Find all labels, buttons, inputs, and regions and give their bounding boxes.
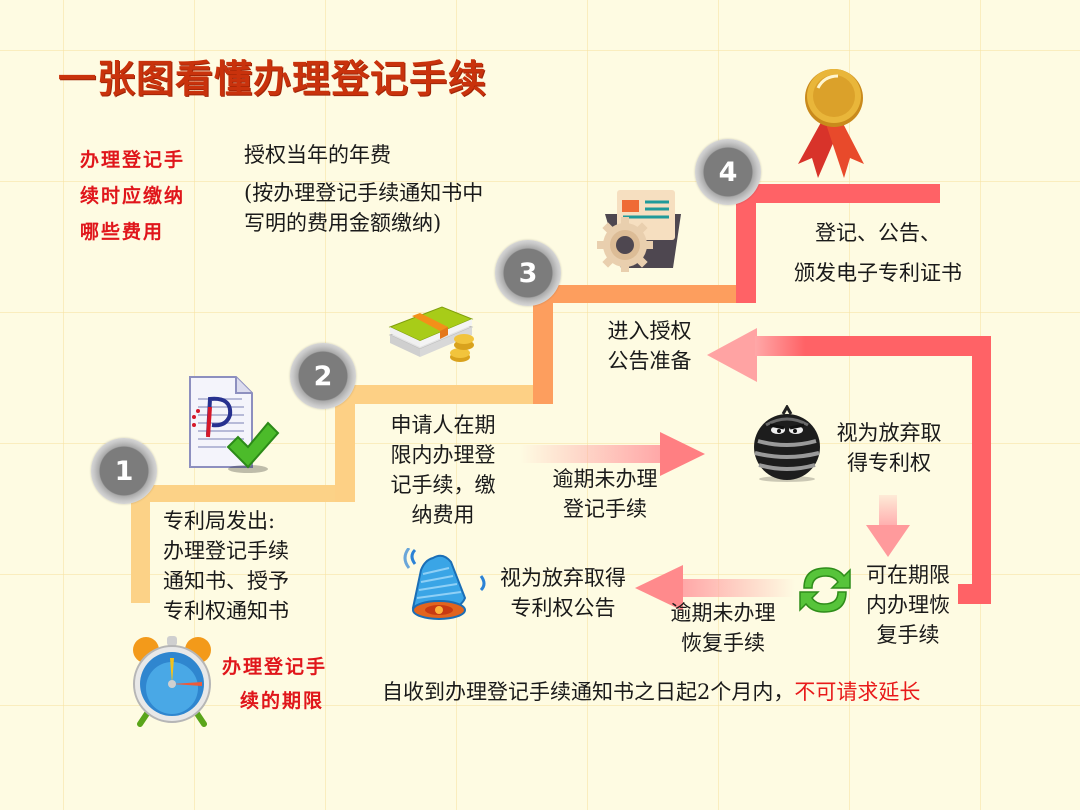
return-path-horizontal: [800, 336, 990, 356]
can-restore-line: 复手续: [876, 623, 940, 647]
alarm-clock-icon: [130, 632, 214, 728]
overdue-registration-line: 逾期未办理: [552, 467, 658, 491]
path-step3-vertical: [533, 285, 553, 404]
overdue-registration-line: 登记手续: [563, 497, 647, 521]
step1-text: 专利局发出: 办理登记手续 通知书、授予 专利权通知书: [163, 506, 289, 626]
medal-ribbon-icon: [790, 66, 880, 184]
fees-label-line: 办理登记手: [80, 149, 186, 171]
deemed-abandon-line: 视为放弃取: [836, 421, 942, 445]
bomb-icon: [750, 403, 824, 483]
folder-gear-icon: [595, 190, 691, 273]
fees-value-line: (按办理登记手续通知书中: [244, 181, 484, 205]
return-path-vertical: [972, 336, 991, 604]
step2-text-line: 记手续，缴: [390, 473, 496, 497]
abandon-announcement-text: 视为放弃取得 专利权公告: [488, 563, 638, 623]
step-number-2: 2: [290, 343, 356, 409]
can-restore-line: 可在期限: [866, 563, 950, 587]
fees-label-line: 哪些费用: [80, 221, 165, 243]
path-step4-horizontal: [736, 184, 940, 203]
arrow-left-icon: [707, 328, 757, 382]
step4-text: 登记、公告、 颁发电子专利证书: [768, 213, 988, 293]
step3-text-line: 公告准备: [607, 349, 692, 373]
arrow-down-icon: [866, 495, 910, 557]
deadline-label-line: 办理登记手: [222, 656, 328, 678]
page-title: 一张图看懂办理登记手续: [58, 57, 488, 101]
step1-text-line: 通知书、授予: [163, 569, 289, 593]
step2-text-line: 纳费用: [411, 503, 475, 527]
step2-text-line: 限内办理登: [390, 443, 496, 467]
deadline-text-emphasis: 不可请求延长: [794, 680, 921, 704]
deadline-label-line: 续的期限: [240, 690, 325, 712]
overdue-restore-line: 恢复手续: [681, 631, 765, 655]
step4-text-line: 登记、公告、: [815, 221, 941, 245]
refresh-icon: [796, 560, 854, 620]
overdue-restore-line: 逾期未办理: [670, 601, 776, 625]
path-step3-horizontal: [533, 285, 755, 303]
fees-label: 办理登记手 续时应缴纳 哪些费用: [80, 142, 185, 250]
money-stack-icon: [388, 305, 478, 367]
step-number-3: 3: [495, 240, 561, 306]
step1-text-line: 专利权通知书: [163, 599, 289, 623]
path-step1-horizontal: [131, 485, 355, 502]
deemed-abandon-text: 视为放弃取 得专利权: [826, 418, 952, 478]
step1-text-line: 专利局发出:: [163, 509, 276, 533]
deadline-text: 自收到办理登记手续通知书之日起2个月内，不可请求延长: [382, 677, 920, 707]
arrow-right-icon: [520, 432, 705, 476]
deadline-text-main: 自收到办理登记手续通知书之日起2个月内，: [382, 680, 795, 704]
fees-label-line: 续时应缴纳: [80, 185, 186, 207]
fees-value-line: 写明的费用金额缴纳): [244, 211, 442, 235]
fees-value-line: 授权当年的年费: [244, 143, 391, 167]
bell-icon: [403, 547, 489, 622]
path-step1-vertical: [131, 495, 150, 603]
step3-text-line: 进入授权: [607, 319, 692, 343]
can-restore-text: 可在期限 内办理恢 复手续: [855, 560, 961, 650]
deadline-label: 办理登记手 续的期限: [222, 650, 327, 718]
path-step4-vertical: [736, 184, 756, 303]
path-step2-vertical: [335, 385, 355, 502]
abandon-announcement-line: 专利权公告: [510, 596, 616, 620]
return-path-bottom: [958, 584, 991, 604]
step4-text-line: 颁发电子专利证书: [794, 261, 962, 285]
step-number-1: 1: [91, 438, 157, 504]
can-restore-line: 内办理恢: [866, 593, 950, 617]
overdue-registration-text: 逾期未办理 登记手续: [540, 464, 670, 524]
path-step2-horizontal: [335, 385, 553, 404]
step1-text-line: 办理登记手续: [163, 539, 289, 563]
overdue-restore-text: 逾期未办理 恢复手续: [660, 598, 786, 658]
document-check-icon: [186, 375, 280, 475]
step2-text-line: 申请人在期: [390, 413, 496, 437]
fees-value: 授权当年的年费 (按办理登记手续通知书中 写明的费用金额缴纳): [244, 138, 483, 238]
step3-text: 进入授权 公告准备: [592, 316, 707, 376]
arrow-left-icon: [635, 565, 795, 611]
step2-text: 申请人在期 限内办理登 记手续，缴 纳费用: [378, 410, 508, 530]
abandon-announcement-line: 视为放弃取得: [500, 566, 626, 590]
arrow-shaft: [755, 336, 805, 356]
deemed-abandon-line: 得专利权: [847, 451, 931, 475]
step-number-4: 4: [695, 139, 761, 205]
